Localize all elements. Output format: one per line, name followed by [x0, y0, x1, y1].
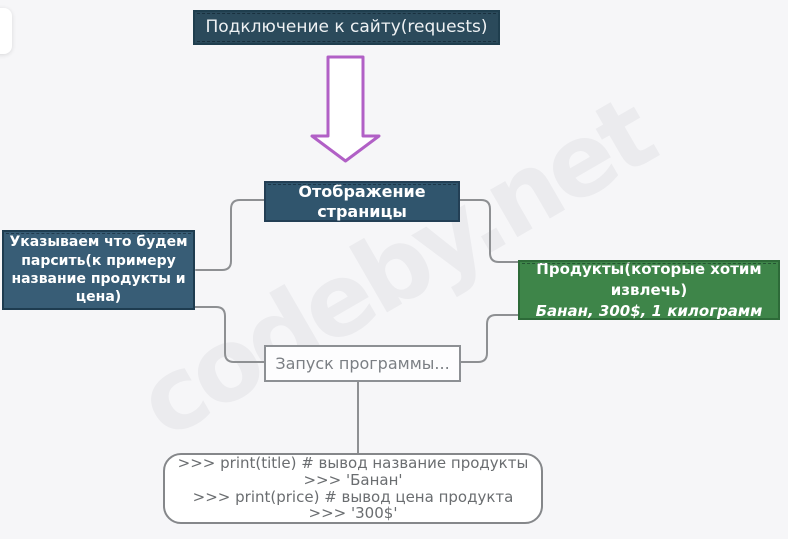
node-display-page-label: Отображение страницы	[298, 181, 426, 221]
node-console-output: >>> print(title) # вывод название продук…	[163, 453, 543, 524]
node-display-page: Отображение страницы	[264, 181, 460, 222]
node-specify-line: название продукты и	[11, 271, 186, 287]
node-dashed-edge	[197, 13, 496, 14]
node-connect-site-label: Подключение к сайту(requests)	[205, 16, 488, 37]
console-line: >>> print(title) # вывод название продук…	[177, 453, 529, 472]
node-dashed-edge	[197, 41, 496, 42]
console-line: >>> print(price) # вывод цена продукта	[192, 487, 514, 506]
node-dashed-edge	[522, 263, 776, 264]
node-run-program: Запуск программы...	[264, 345, 461, 382]
console-line: >>> 'Банан'	[303, 470, 403, 489]
connector-specify-to-run	[193, 306, 265, 363]
connector-products-to-run	[460, 314, 519, 363]
connector-display-to-specify	[195, 199, 266, 271]
node-run-program-label: Запуск программы...	[275, 353, 450, 373]
edge-partial-card	[0, 8, 12, 54]
down-block-arrow-icon	[310, 55, 381, 163]
node-connect-site: Подключение к сайту(requests)	[193, 10, 500, 45]
node-products-subtitle: Банан, 300$, 1 килограмм	[535, 301, 763, 320]
node-products-title: Продукты(которые хотим извлечь)	[536, 259, 762, 299]
node-dashed-edge	[268, 184, 456, 185]
connector-display-to-products	[459, 199, 519, 263]
node-specify-line: парсить(к примеру	[21, 252, 176, 269]
node-specify-parse: Указываем что будем парсить(к примеру на…	[2, 230, 195, 310]
node-dashed-edge	[6, 233, 191, 234]
node-specify-line: цена)	[75, 289, 122, 306]
console-line: >>> '300$'	[308, 504, 398, 523]
node-products: Продукты(которые хотим извлечь) Банан, 3…	[518, 260, 780, 320]
node-specify-line: Указываем что будем	[9, 234, 188, 251]
